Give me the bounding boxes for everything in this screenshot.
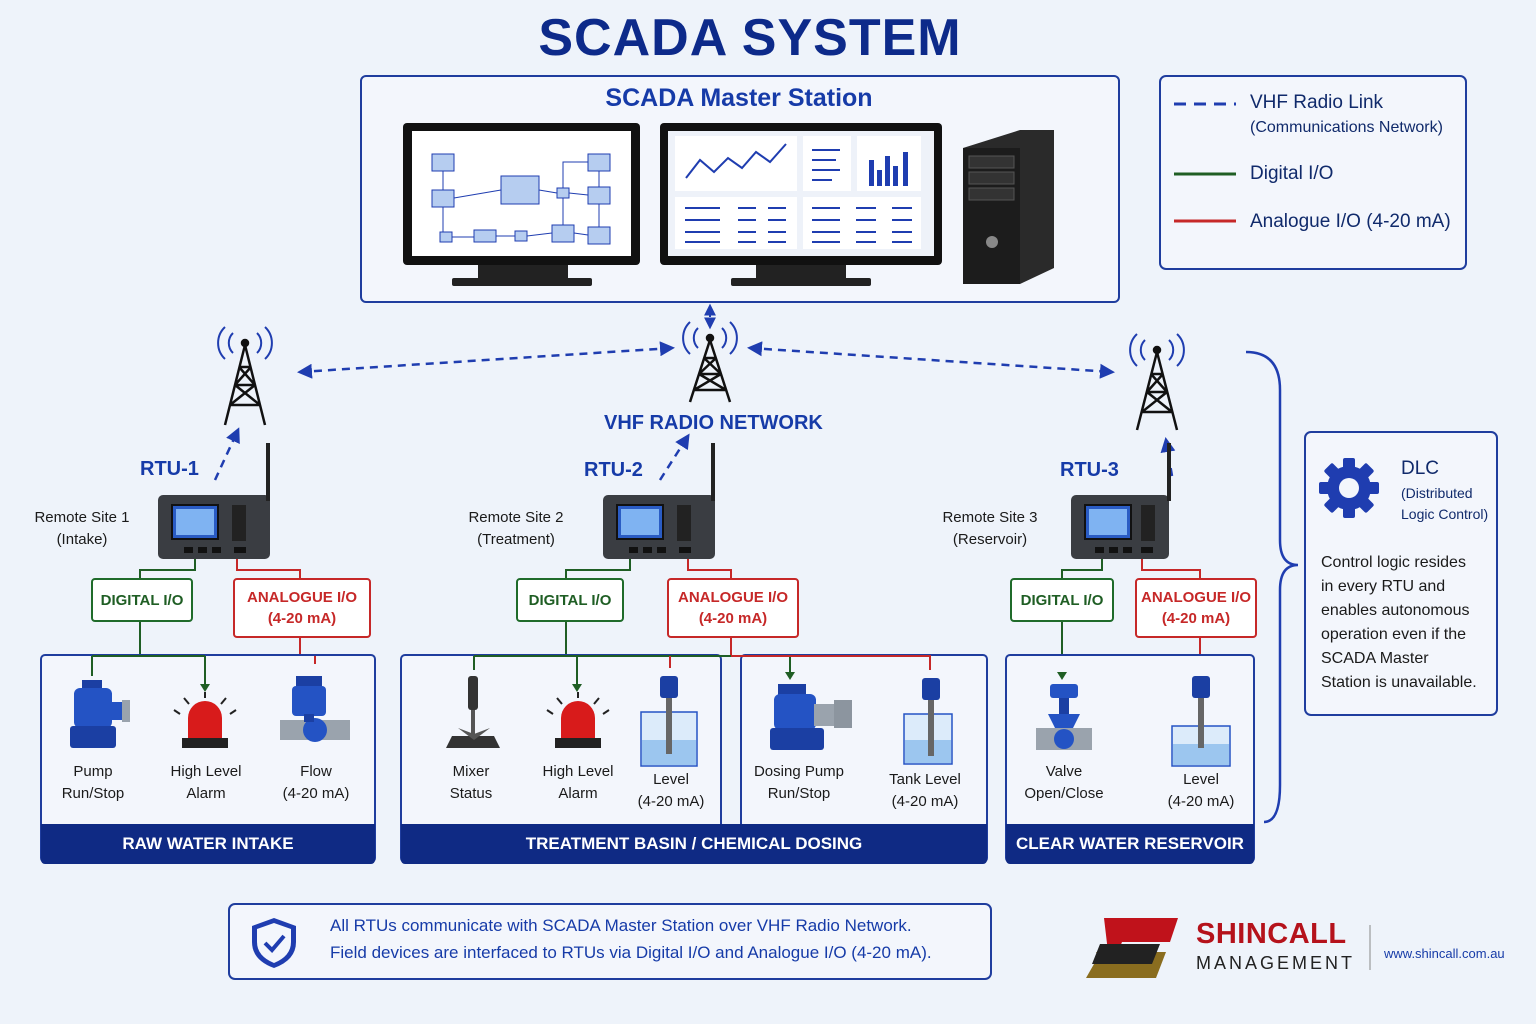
- site-1-label: Remote Site 1 (Intake): [34, 509, 130, 548]
- computer-tower-icon: [963, 130, 1054, 284]
- legend-vhf-label: VHF Radio Link: [1250, 92, 1384, 113]
- dosing-pump-icon: [770, 684, 852, 750]
- area-bar-intake: RAW WATER INTAKE: [41, 824, 375, 864]
- rtu-3-label: RTU-3: [1060, 459, 1119, 481]
- mixer-icon: [446, 676, 500, 748]
- legend-vhf-sublabel: (Communications Network): [1250, 119, 1443, 136]
- dlc-brace: [1245, 350, 1299, 824]
- rtu-3-analogue-io-box: ANALOGUE I/O(4-20 mA): [1135, 578, 1257, 638]
- device-label-tank-level: Tank Level(4-20 mA): [889, 771, 961, 810]
- rtu-1-analogue-io-box: ANALOGUE I/O(4-20 mA): [233, 578, 371, 638]
- page-title: SCADA SYSTEM: [538, 9, 962, 67]
- legend-analogue-label: Analogue I/O (4-20 mA): [1250, 211, 1451, 232]
- rtu-2-label: RTU-2: [584, 459, 643, 481]
- rtu-2-digital-io-box: DIGITAL I/O: [516, 578, 624, 622]
- level-sensor-icon: [903, 678, 953, 765]
- device-label-level-3: Level(4-20 mA): [1167, 771, 1235, 810]
- brand-tagline: MANAGEMENT: [1196, 953, 1356, 973]
- monitor-diagram-icon: [403, 123, 640, 286]
- radio-tower-icon: [217, 321, 1185, 431]
- rtu-2-analogue-io-box: ANALOGUE I/O(4-20 mA): [667, 578, 799, 638]
- alarm-icon: [173, 692, 237, 748]
- site-3-label: Remote Site 3 (Reservoir): [942, 509, 1038, 548]
- site-2-label: Remote Site 2 (Treatment): [468, 509, 564, 548]
- level-sensor-icon: [1171, 676, 1231, 767]
- dlc-description: Control logic resides in every RTU and e…: [1321, 554, 1477, 691]
- legend-panel: [1159, 75, 1467, 270]
- level-sensor-icon: [640, 676, 698, 767]
- valve-icon: [1036, 684, 1092, 750]
- monitor-trend-icon: [660, 123, 942, 286]
- footer-note: All RTUs communicate with SCADA Master S…: [330, 916, 932, 962]
- master-station-title: SCADA Master Station: [605, 84, 873, 112]
- shield-check-icon: [252, 918, 296, 968]
- area-bar-reservoir: CLEAR WATER RESERVOIR: [1006, 824, 1254, 864]
- area-bar-treatment: TREATMENT BASIN / CHEMICAL DOSING: [401, 824, 987, 864]
- footer-panel: [228, 903, 992, 980]
- legend-digital-label: Digital I/O: [1250, 163, 1334, 184]
- gear-icon: [1319, 458, 1379, 518]
- brand-name: SHINCALL: [1196, 918, 1347, 950]
- rtu-1-digital-io-box: DIGITAL I/O: [91, 578, 193, 622]
- shincall-logo-icon: [1086, 918, 1178, 978]
- alarm-icon: [546, 692, 610, 748]
- pump-icon: [70, 680, 130, 748]
- rtu-1-label: RTU-1: [140, 458, 199, 480]
- rtu-3-digital-io-box: DIGITAL I/O: [1010, 578, 1114, 622]
- dlc-title: DLC: [1401, 458, 1440, 479]
- device-label-level-1: Level(4-20 mA): [637, 771, 705, 810]
- device-label-flow: Flow(4-20 mA): [282, 763, 350, 802]
- brand-url: www.shincall.com.au: [1384, 946, 1505, 961]
- rtu-device-icon: [158, 443, 1171, 559]
- flow-meter-icon: [280, 676, 350, 742]
- vhf-network-label: VHF RADIO NETWORK: [604, 412, 823, 434]
